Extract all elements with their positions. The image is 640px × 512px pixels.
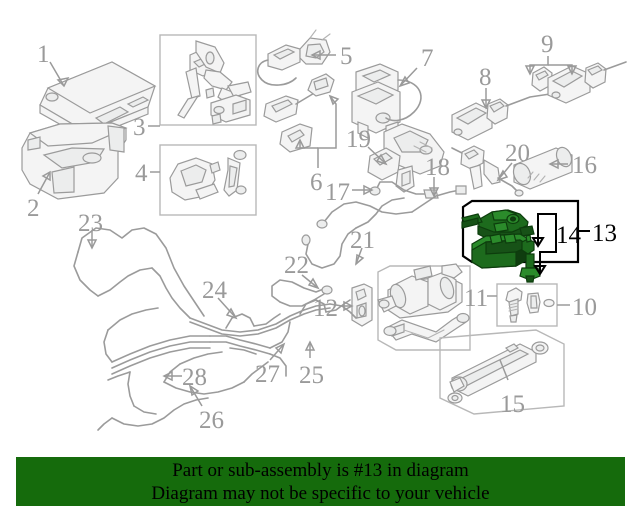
group-10-small-parts [496, 283, 558, 327]
callout-number-1[interactable]: 1 [37, 41, 50, 68]
part-21-hose [301, 197, 405, 269]
callout-number-28[interactable]: 28 [182, 364, 207, 391]
group-13-highlighted-box [461, 199, 580, 283]
part-6-sensor-cable [263, 73, 335, 153]
part-12-bracket [351, 283, 373, 327]
group-11-compressor [377, 263, 471, 351]
part-14-fittings [519, 234, 541, 283]
callout-number-9[interactable]: 9 [541, 31, 554, 58]
part-2-ecu-bracket [21, 122, 128, 200]
callout-number-15[interactable]: 15 [500, 391, 525, 418]
part-23-tube-loop [73, 227, 205, 363]
callout-number-3[interactable]: 3 [133, 114, 146, 141]
info-banner: Part or sub-assembly is #13 in diagram D… [16, 457, 625, 506]
callout-number-4[interactable]: 4 [135, 160, 148, 187]
part-13-valve-body [461, 209, 535, 242]
callout-number-27[interactable]: 27 [255, 361, 280, 388]
callout-number-20[interactable]: 20 [505, 140, 530, 167]
banner-line-1: Part or sub-assembly is #13 in diagram [172, 459, 469, 481]
callout-number-23[interactable]: 23 [78, 210, 103, 237]
callout-number-18[interactable]: 18 [425, 154, 450, 181]
callout-number-8[interactable]: 8 [479, 64, 492, 91]
callout-number-12[interactable]: 12 [313, 295, 338, 322]
callout-leaders [37, 49, 590, 407]
part-20-small-sensor [451, 145, 524, 197]
callout-number-25[interactable]: 25 [299, 362, 324, 389]
group-box-4 [159, 144, 257, 216]
part-18-sensor-link [316, 185, 467, 229]
part-5-connector [256, 29, 331, 86]
callout-number-22[interactable]: 22 [284, 252, 309, 279]
callout-number-14[interactable]: 14 [556, 222, 582, 249]
callout-number-21[interactable]: 21 [350, 227, 375, 254]
group-15-strut [439, 329, 565, 415]
callout-number-10[interactable]: 10 [572, 294, 597, 321]
part-19-bracket [367, 123, 445, 193]
callout-number-19[interactable]: 19 [346, 126, 371, 153]
callout-number-13[interactable]: 13 [592, 220, 617, 247]
callout-number-11[interactable]: 11 [464, 285, 488, 312]
part-24-tube-harness [97, 299, 357, 431]
part-22-hose [271, 279, 333, 307]
banner-line-2: Diagram may not be specific to your vehi… [151, 482, 490, 504]
callout-number-5[interactable]: 5 [340, 43, 353, 70]
callout-number-2[interactable]: 2 [27, 195, 40, 222]
part-13-compressor-block [471, 233, 532, 269]
part-8-level-sensor [451, 93, 551, 141]
callout-number-26[interactable]: 26 [199, 407, 224, 434]
callout-number-24[interactable]: 24 [202, 277, 228, 304]
group-box-3 [159, 34, 257, 126]
part-9-connector-pair [531, 61, 627, 104]
callout-number-7[interactable]: 7 [421, 45, 434, 72]
callout-number-6[interactable]: 6 [310, 169, 323, 196]
callout-number-16[interactable]: 16 [572, 152, 597, 179]
callout-number-17[interactable]: 17 [325, 179, 350, 206]
